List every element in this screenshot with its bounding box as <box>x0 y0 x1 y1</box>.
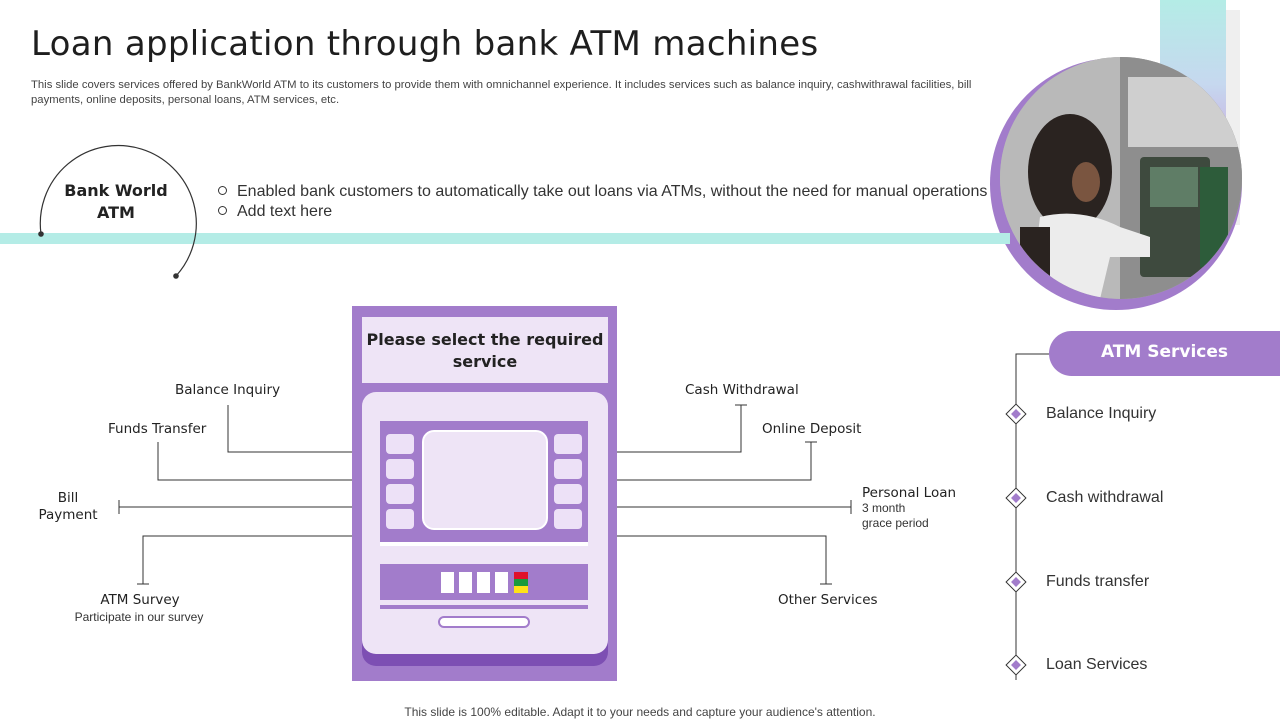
atm-service-item: Cash withdrawal <box>1046 489 1164 506</box>
atm-key <box>386 484 414 504</box>
atm-divider <box>380 542 588 546</box>
bank-world-atm-label: Bank World ATM <box>64 181 168 222</box>
funds-transfer-label: Funds Transfer <box>108 421 207 437</box>
bank-arc-outline <box>38 144 197 279</box>
atm-header: Please select the required service <box>362 317 608 383</box>
online-deposit-label: Online Deposit <box>762 421 862 437</box>
cash-withdrawal-label: Cash Withdrawal <box>685 382 799 398</box>
bullet-circle-icon <box>218 186 227 195</box>
bill-payment-label: Bill Payment <box>38 490 98 523</box>
footer-note: This slide is 100% editable. Adapt it to… <box>404 705 876 719</box>
page-subtitle: This slide covers services offered by Ba… <box>31 79 972 106</box>
diamond-marker-icon <box>1005 571 1027 593</box>
atm-service-item: Loan Services <box>1046 656 1148 673</box>
atm-services-title: ATM Services <box>1100 342 1229 362</box>
atm-card-icon <box>441 572 454 593</box>
intro-bullet: Add text here <box>218 202 987 222</box>
diamond-marker-icon <box>1005 654 1027 676</box>
bullet-circle-icon <box>218 206 227 215</box>
personal-loan-note-line1: 3 month <box>862 501 906 515</box>
atm-key <box>386 509 414 529</box>
atm-key <box>554 509 582 529</box>
atm-divider <box>380 605 588 609</box>
atm-card-icon <box>477 572 490 593</box>
other-services-label: Other Services <box>778 592 878 608</box>
atm-heading: Please select the required service <box>366 330 604 371</box>
diamond-marker-icon <box>1005 403 1027 425</box>
atm-indicator-icon <box>514 572 528 593</box>
atm-key <box>386 434 414 454</box>
atm-card-icon <box>459 572 472 593</box>
atm-service-item: Balance Inquiry <box>1046 405 1157 422</box>
intro-bullets: Enabled bank customers to automatically … <box>218 182 987 222</box>
atm-survey-label: ATM Survey <box>100 592 180 608</box>
atm-card-icon <box>495 572 508 593</box>
atm-cash-tray <box>438 616 530 628</box>
atm-display <box>422 430 548 530</box>
page-title: Loan application through bank ATM machin… <box>31 24 819 64</box>
atm-survey-note: Participate in our survey <box>74 610 204 624</box>
atm-key <box>386 459 414 479</box>
atm-services-header: ATM Services <box>1049 331 1280 376</box>
personal-loan-note-line2: grace period <box>862 516 929 530</box>
diamond-marker-icon <box>1005 487 1027 509</box>
atm-key <box>554 434 582 454</box>
atm-service-item: Funds transfer <box>1046 573 1150 590</box>
atm-key <box>554 484 582 504</box>
atm-key <box>554 459 582 479</box>
intro-bullet: Enabled bank customers to automatically … <box>218 182 987 202</box>
teal-band <box>0 233 1010 244</box>
balance-inquiry-label: Balance Inquiry <box>175 382 281 398</box>
personal-loan-label: Personal Loan <box>862 485 957 501</box>
